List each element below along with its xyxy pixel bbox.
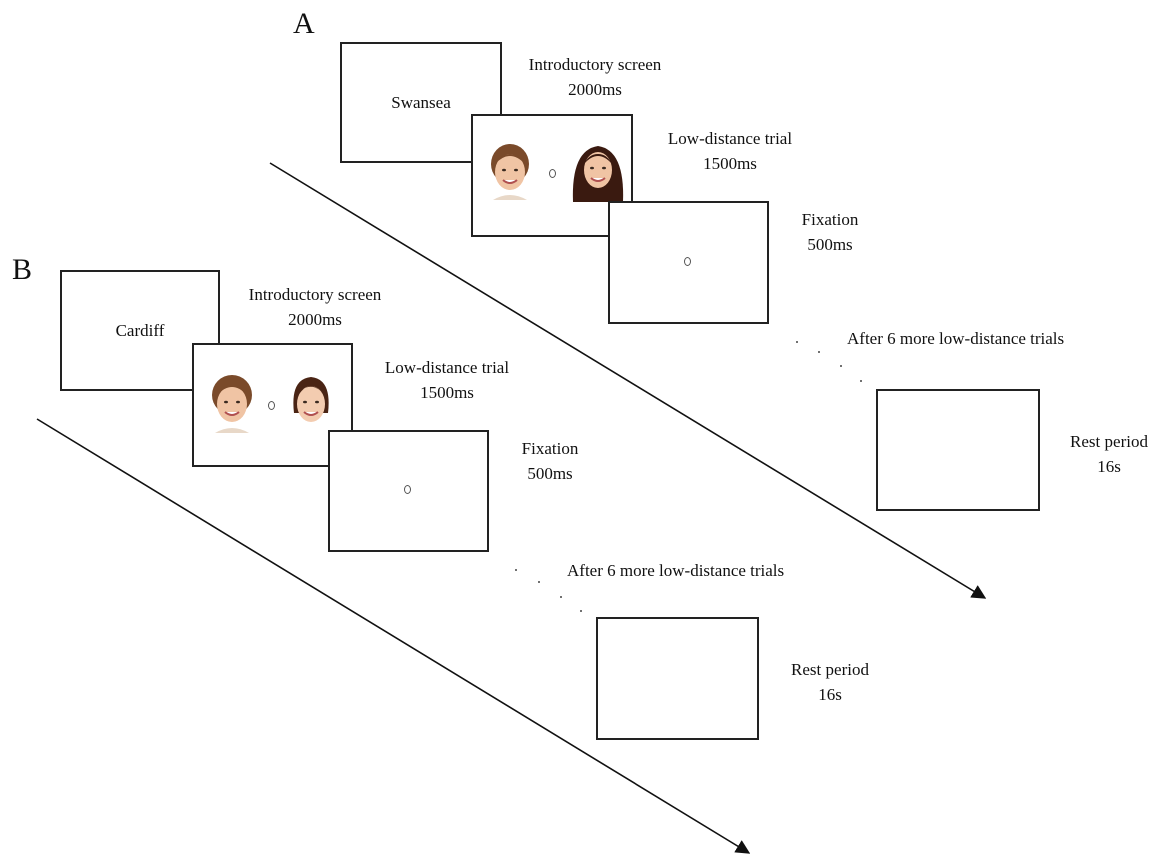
panel-a-fixation-caption-label: Fixation bbox=[801, 210, 859, 229]
panel-a-fixation-caption: Fixation 500ms bbox=[780, 207, 880, 257]
panel-a-rest-caption-duration: 16s bbox=[1097, 457, 1121, 476]
panel-b-trial-caption-label: Low-distance trial bbox=[384, 358, 510, 377]
face-photo-icon bbox=[293, 377, 329, 422]
continuation-dot bbox=[538, 581, 540, 583]
panel-a-rest-screen bbox=[876, 389, 1040, 511]
panel-a-intro-caption-label: Introductory screen bbox=[528, 55, 662, 74]
panel-a-trial-caption: Low-distance trial 1500ms bbox=[645, 126, 815, 176]
panel-b-intro-caption-label: Introductory screen bbox=[248, 285, 382, 304]
fixation-circle-icon bbox=[684, 257, 691, 266]
continuation-dot bbox=[840, 365, 842, 367]
fixation-circle-icon bbox=[268, 401, 275, 410]
face-photo-icon bbox=[212, 375, 252, 433]
panel-a-time-arrow bbox=[269, 162, 987, 599]
panel-a-intro-screen: Swansea bbox=[340, 42, 502, 163]
panel-a-intro-caption-duration: 2000ms bbox=[568, 80, 622, 99]
panel-a-fixation-caption-duration: 500ms bbox=[807, 235, 853, 254]
panel-b-intro-word: Cardiff bbox=[115, 320, 165, 340]
panel-b-rest-screen bbox=[596, 617, 759, 740]
panel-b-more-trials-caption: After 6 more low-distance trials bbox=[567, 561, 785, 580]
panel-a-trial-caption-label: Low-distance trial bbox=[667, 129, 793, 148]
panel-a-fixation-screen bbox=[608, 201, 769, 324]
face-photo-icon bbox=[491, 144, 529, 200]
panel-b-trial-caption-duration: 1500ms bbox=[420, 383, 474, 402]
panel-b-trial-caption: Low-distance trial 1500ms bbox=[362, 355, 532, 405]
continuation-dot bbox=[515, 569, 517, 571]
panel-a-rest-caption: Rest period 16s bbox=[1054, 429, 1164, 479]
continuation-dot bbox=[796, 341, 798, 343]
panel-a-intro-word: Swansea bbox=[391, 92, 451, 112]
panel-a-trial-caption-duration: 1500ms bbox=[703, 154, 757, 173]
continuation-dot bbox=[860, 380, 862, 382]
continuation-dot bbox=[560, 596, 562, 598]
panel-a-intro-caption: Introductory screen 2000ms bbox=[505, 52, 685, 102]
panel-b-rest-caption: Rest period 16s bbox=[775, 657, 885, 707]
panel-b-fixation-caption-duration: 500ms bbox=[527, 464, 573, 483]
panel-b-intro-caption: Introductory screen 2000ms bbox=[225, 282, 405, 332]
panel-a-rest-caption-label: Rest period bbox=[1070, 432, 1148, 451]
continuation-dot bbox=[818, 351, 820, 353]
panel-a-letter: A bbox=[293, 7, 315, 40]
panel-b-rest-caption-duration: 16s bbox=[818, 685, 842, 704]
face-photo-icon bbox=[572, 146, 624, 202]
panel-b-intro-caption-duration: 2000ms bbox=[288, 310, 342, 329]
panel-b-trial-screen bbox=[192, 343, 353, 467]
panel-a-more-trials-caption: After 6 more low-distance trials bbox=[847, 329, 1065, 348]
panel-b-fixation-screen bbox=[328, 430, 489, 552]
continuation-dot bbox=[580, 610, 582, 612]
panel-b-rest-caption-label: Rest period bbox=[791, 660, 869, 679]
panel-b-fixation-caption-label: Fixation bbox=[521, 439, 579, 458]
panel-b-time-arrow bbox=[36, 418, 751, 854]
fixation-circle-icon bbox=[549, 169, 556, 178]
panel-b-letter: B bbox=[12, 253, 33, 286]
fixation-circle-icon bbox=[404, 485, 411, 494]
panel-b-fixation-caption: Fixation 500ms bbox=[500, 436, 600, 486]
panel-a-trial-screen bbox=[471, 114, 633, 237]
